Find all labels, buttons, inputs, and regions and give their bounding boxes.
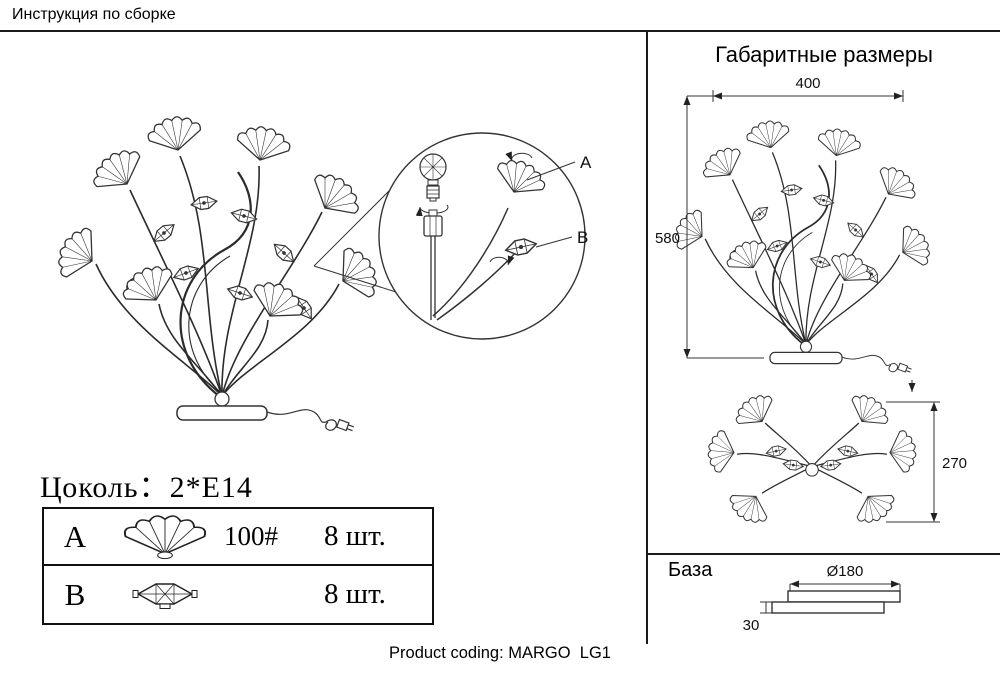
vertical-divider [646,30,648,644]
callout-label-a: A [580,153,592,172]
thickness-dimension: 30 [743,601,772,634]
callout-leader-lines [313,179,401,293]
flower-shade-detail [490,152,551,204]
dimensions-title: Габаритные размеры [715,42,933,67]
callout-labels: A B [526,153,592,248]
lamp-drawing [51,112,385,432]
rotate-arrow-icon [415,204,449,217]
crystal-detail [503,235,539,259]
socket-stem [430,236,436,320]
base-side-view: Ø180 30 [743,563,901,634]
part-a-qty: 8 шт. [324,520,386,552]
dim-580-label: 580 [655,230,680,247]
top-view-drawing [706,388,918,530]
part-b-qty: 8 шт. [324,578,386,610]
dim-270-label: 270 [942,455,967,472]
table-row-a: A 100# 8 шт. [44,509,432,566]
branch-to-a [432,207,509,317]
crystal-pendant-icon [106,579,224,611]
header-divider [0,30,1000,32]
dim-400-label: 400 [795,75,820,92]
callout-label-b: B [577,228,588,247]
product-coding: Product coding: MARGO LG1 [389,644,611,662]
socket-icon [423,209,443,237]
branch-to-b [436,251,517,321]
part-a-code: 100# [224,521,278,551]
page-title: Инструкция по сборке [12,6,176,23]
dimension-400: 400 [687,75,904,102]
dim-30-label: 30 [743,617,760,634]
part-a-letter: A [63,518,87,554]
base-title: База [668,559,713,581]
flower-shade-icon [106,514,224,560]
parts-table: A 100# 8 шт. B [42,507,434,625]
twist-arrow-b [489,255,515,266]
dimension-270: 270 [886,401,967,523]
detail-callout-circle [378,132,586,340]
bulb-icon [419,153,447,202]
twist-arrow-a [505,151,533,162]
part-b-letter: B [64,576,86,612]
dimension-580: 580 [655,96,764,359]
socket-label: Цоколь：2*E14 [40,471,253,504]
dim-diameter-label: Ø180 [827,563,864,580]
diameter-dimension: Ø180 [789,563,901,591]
dimensioned-lamp-drawing [669,118,936,392]
table-row-b: B 8 шт. [44,566,432,623]
base-section-divider [646,553,1000,555]
